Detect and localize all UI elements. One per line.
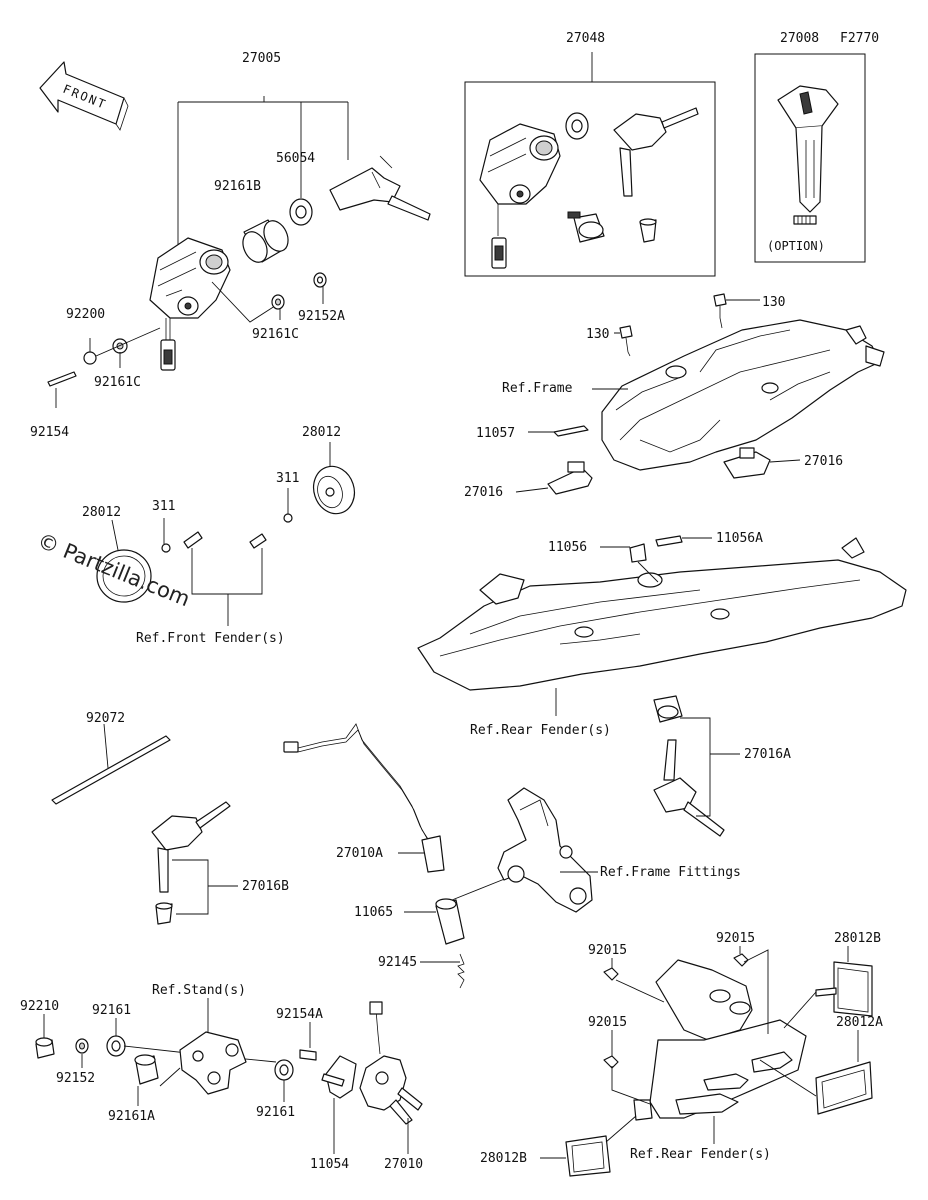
label-ref-rear-fender-upper: Ref.Rear Fender(s) [470, 723, 611, 738]
label-92200: 92200 [66, 307, 105, 322]
label-28012B-top: 28012B [834, 931, 881, 946]
label-27016A: 27016A [744, 747, 791, 762]
sensor-27010A [283, 723, 445, 873]
label-27010: 27010 [384, 1157, 423, 1172]
label-28012-left: 28012 [82, 505, 121, 520]
part-number-labels: F2770 27005 56054 92161B 92200 92161C 92… [20, 31, 883, 1172]
label-28012A: 28012A [836, 1015, 883, 1030]
label-27016B: 27016B [242, 879, 289, 894]
front-arrow: FRONT [39, 61, 129, 131]
label-27016-right: 27016 [804, 454, 843, 469]
label-130-left: 130 [586, 327, 609, 342]
label-27005: 27005 [242, 51, 281, 66]
frame-fittings-bracket [497, 787, 598, 913]
label-92161A: 92161A [108, 1109, 155, 1124]
label-92015-lower: 92015 [588, 1015, 627, 1030]
cable-tie-92072 [51, 723, 171, 805]
label-92152: 92152 [56, 1071, 95, 1086]
rear-fender-section [417, 535, 907, 837]
label-92152A: 92152A [298, 309, 345, 324]
label-92161-left: 92161 [92, 1003, 131, 1018]
label-28012B-bottom: 28012B [480, 1151, 527, 1166]
label-92161C-left: 92161C [94, 375, 141, 390]
label-11057: 11057 [476, 426, 515, 441]
label-diagram-code: F2770 [840, 31, 879, 46]
label-11056: 11056 [548, 540, 587, 555]
label-92015-top-right: 92015 [716, 931, 755, 946]
label-92161B: 92161B [214, 179, 261, 194]
nut-92015-lower [603, 1030, 651, 1105]
label-92210: 92210 [20, 999, 59, 1014]
label-27010A: 27010A [336, 846, 383, 861]
label-56054: 56054 [276, 151, 315, 166]
label-92161C-right: 92161C [252, 327, 299, 342]
label-ref-rear-fender-lower: Ref.Rear Fender(s) [630, 1147, 771, 1162]
label-ref-frame-fittings: Ref.Frame Fittings [600, 865, 741, 880]
label-ref-frame: Ref.Frame [502, 381, 573, 396]
sidestand-switch-27010 [35, 998, 423, 1154]
label-92145: 92145 [378, 955, 417, 970]
bolt-130-right [713, 293, 727, 329]
label-27016-left: 27016 [464, 485, 503, 500]
option-note: (OPTION) [767, 239, 825, 253]
label-92161-right: 92161 [256, 1105, 295, 1120]
label-130-right: 130 [762, 295, 785, 310]
nut-92015-top-left [603, 958, 665, 1003]
bolt-130-left [619, 325, 633, 357]
label-27008: 27008 [780, 31, 819, 46]
frame-section [515, 293, 885, 495]
lock-set-kit-27048 [464, 52, 716, 277]
label-311-right: 311 [276, 471, 299, 486]
rear-license-bracket [540, 946, 873, 1177]
label-92154: 92154 [30, 425, 69, 440]
label-92015-top-left: 92015 [588, 943, 627, 958]
label-311-left: 311 [152, 499, 175, 514]
ignition-switch-assembly-27005 [47, 96, 431, 408]
label-27048: 27048 [566, 31, 605, 46]
switch-11065-spring-92145 [404, 875, 513, 989]
blank-key-27008: (OPTION) [754, 53, 866, 263]
label-11065: 11065 [354, 905, 393, 920]
label-28012-right: 28012 [302, 425, 341, 440]
label-92154A: 92154A [276, 1007, 323, 1022]
label-11056A: 11056A [716, 531, 763, 546]
label-92072: 92072 [86, 711, 125, 726]
label-ref-stand: Ref.Stand(s) [152, 983, 246, 998]
nut-92015-top-right [733, 946, 769, 1034]
label-ref-front-fender: Ref.Front Fender(s) [136, 631, 285, 646]
label-11054: 11054 [310, 1157, 349, 1172]
key-set-27016B [151, 801, 238, 925]
front-fender-reflectors [96, 442, 356, 626]
